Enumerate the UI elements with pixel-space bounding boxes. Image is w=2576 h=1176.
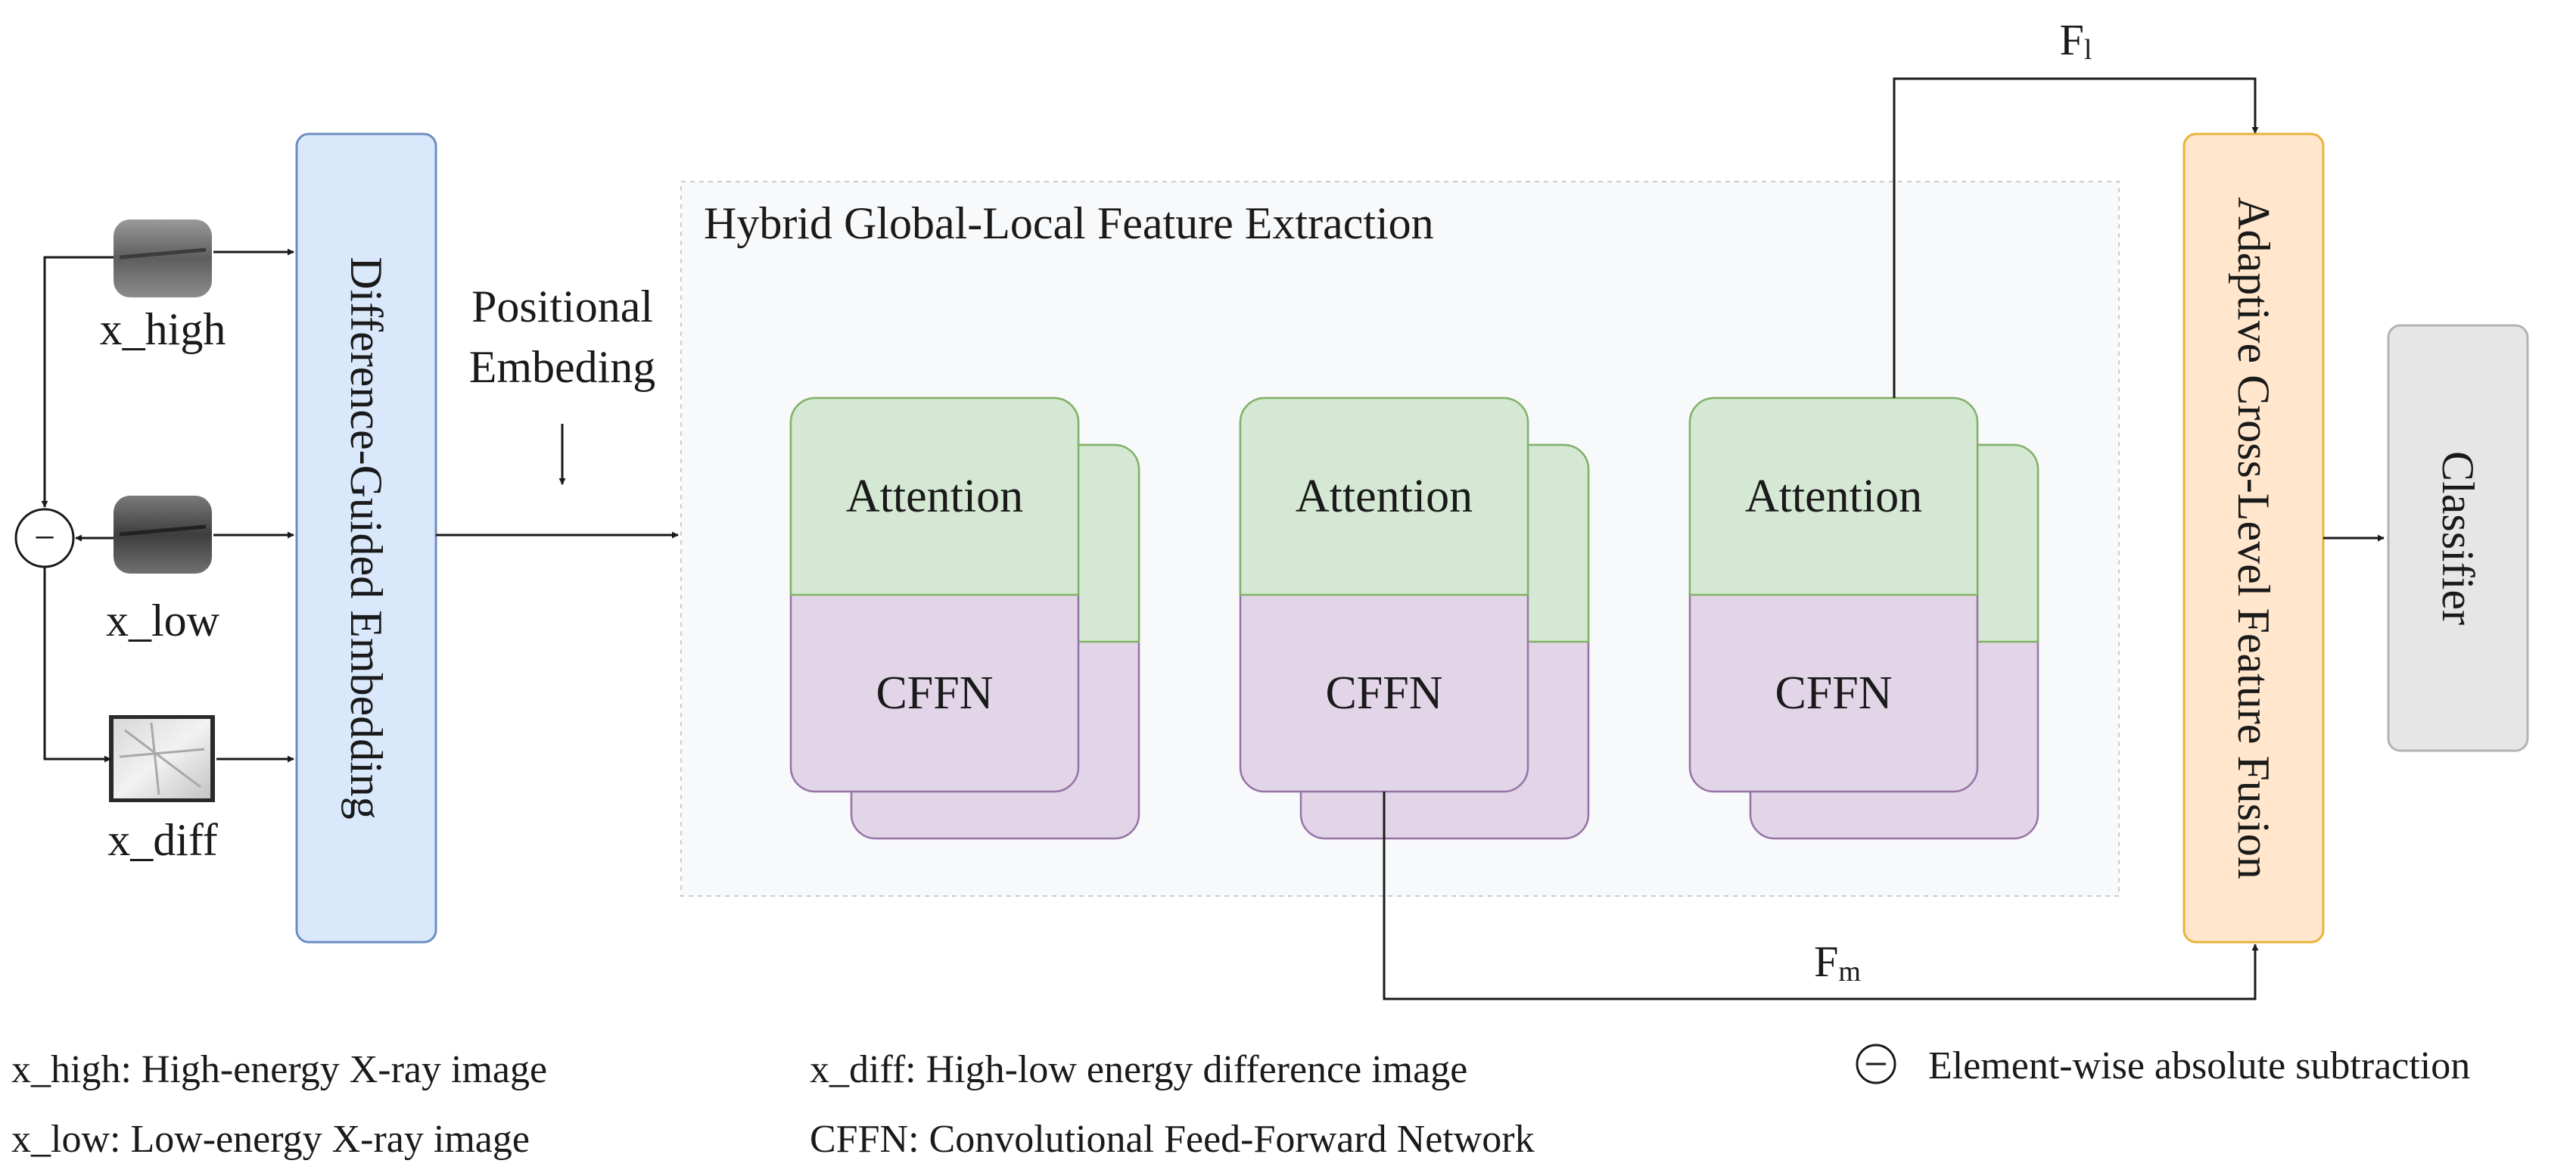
f-l-base: F: [2060, 15, 2084, 64]
f-m-connector: [1383, 792, 2259, 1000]
f-l-subscript: l: [2084, 34, 2092, 66]
f-m-label: Fm: [1814, 937, 1861, 988]
legend-low: x_low: Low-energy X-ray image: [11, 1118, 530, 1161]
block-1-front: Attention CFFN: [789, 397, 1080, 793]
subtraction-operator-symbol: −: [34, 516, 55, 558]
attention-box-1: [789, 397, 1080, 596]
x-low-image: [112, 492, 213, 577]
legend-cffn: CFFN: Convolutional Feed-Forward Network: [810, 1118, 1535, 1161]
legend-diff: x_diff: High-low energy difference image: [810, 1048, 1467, 1091]
classifier-block: [2387, 324, 2529, 752]
cffn-label-1: CFFN: [876, 667, 993, 719]
cffn-label-2: CFFN: [1325, 667, 1442, 719]
embedding-label: Difference-Guided Embedding: [341, 257, 391, 820]
attention-label-3: Attention: [1745, 471, 1922, 522]
x-high-label: x_high: [100, 304, 226, 354]
legend-high: x_high: High-energy X-ray image: [11, 1048, 547, 1091]
difference-guided-embedding-block: [295, 132, 437, 944]
block-3-front: Attention CFFN: [1688, 397, 1979, 793]
x-diff-image: [109, 715, 215, 802]
classifier-label: Classifier: [2433, 451, 2483, 625]
attention-box-2: [1239, 397, 1529, 596]
f-l-label: Fl: [2060, 15, 2092, 66]
block-2-front: Attention CFFN: [1239, 397, 1529, 793]
fusion-label: Adaptive Cross-Level Feature Fusion: [2229, 197, 2279, 879]
attention-label-1: Attention: [846, 471, 1023, 522]
f-m-subscript: m: [1838, 956, 1861, 988]
attention-box-3: [1688, 397, 1979, 596]
hybrid-panel-title: Hybrid Global-Local Feature Extraction: [704, 198, 1434, 248]
f-m-base: F: [1814, 937, 1838, 986]
input-connectors: [41, 248, 294, 763]
x-high-image: [112, 216, 213, 300]
attention-label-2: Attention: [1296, 471, 1473, 522]
f-l-connector: [1893, 77, 2259, 398]
legend-subtraction: Element-wise absolute subtraction: [1928, 1044, 2470, 1087]
x-low-label: x_low: [106, 596, 220, 646]
positional-label-line2: Embeding: [469, 342, 656, 392]
cffn-label-3: CFFN: [1775, 667, 1892, 719]
positional-label-line1: Positional: [471, 282, 653, 331]
x-diff-label: x_diff: [107, 815, 218, 865]
